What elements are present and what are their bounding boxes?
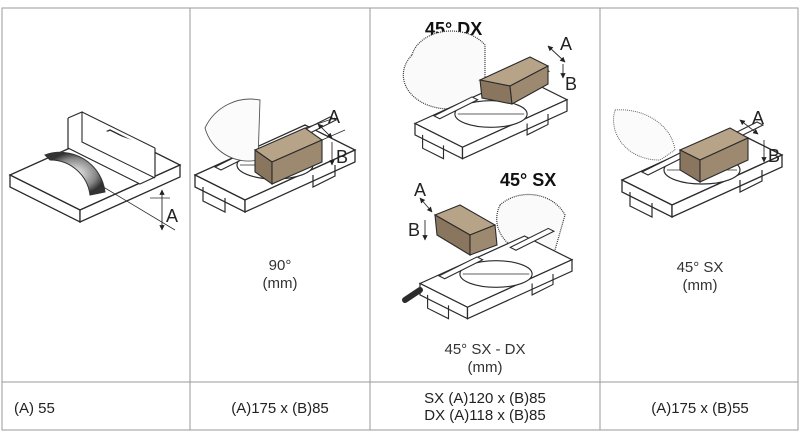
saw-blade-shape — [613, 109, 676, 161]
label-a: A — [752, 108, 764, 128]
label-a-bottom: A — [414, 180, 426, 200]
caption-line-1: 45° SX - DX — [444, 341, 525, 358]
title-45-sx: 45° SX — [500, 170, 556, 190]
value-45-dx-line: DX (A)118 x (B)85 — [424, 407, 545, 424]
value-45-sx: (A)175 x (B)55 — [651, 400, 749, 417]
values-row: (A) 55 (A)175 x (B)85 SX (A)120 x (B)85 … — [14, 390, 749, 424]
panel-cut-90: A B 90° (mm) — [194, 98, 356, 292]
saw-blade-shape — [496, 193, 566, 255]
value-blade: (A) 55 — [14, 400, 55, 417]
panel-blade-depth: A — [8, 111, 182, 231]
value-90: (A)175 x (B)85 — [231, 400, 329, 417]
label-b-top: B — [565, 74, 577, 94]
panel-cut-45-sx: A B 45° SX (mm) — [613, 108, 783, 294]
label-b-bottom: B — [408, 220, 420, 240]
panel-cut-45-dx: 45° DX A B — [402, 19, 577, 160]
caption-line-2: (mm) — [468, 359, 503, 376]
label-a-top: A — [560, 34, 572, 54]
value-45-sx-line: SX (A)120 x (B)85 — [424, 390, 546, 407]
caption-line-1: 45° SX — [677, 259, 724, 276]
panel-cut-45-sx-bottom: 45° SX A B 45° SX - DX (mm) — [402, 170, 573, 376]
caption-line-2: (mm) — [683, 277, 718, 294]
caption-line-1: 90° — [269, 257, 292, 274]
caption-line-2: (mm) — [263, 275, 298, 292]
label-a: A — [166, 206, 178, 226]
label-b: B — [768, 146, 780, 166]
label-b: B — [336, 147, 348, 167]
table-grid — [1, 7, 799, 431]
label-a: A — [328, 107, 340, 127]
saw-blade-shape — [44, 151, 106, 196]
